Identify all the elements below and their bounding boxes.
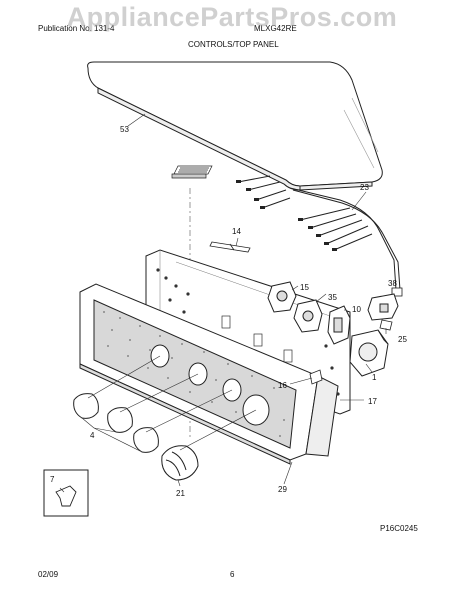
top-panel-part — [87, 61, 383, 191]
module-part-38 — [367, 293, 399, 321]
callout-38: 38 — [388, 279, 397, 288]
callout-15: 15 — [300, 283, 309, 292]
knob-part-21 — [161, 445, 199, 481]
callout-23: 23 — [360, 183, 369, 192]
model-number: MLXG42RE — [254, 24, 297, 33]
callout-7: 7 — [50, 475, 55, 484]
callout-25: 25 — [398, 335, 407, 344]
page-number: 6 — [230, 570, 235, 579]
inset-box-part-7 — [43, 469, 89, 517]
section-title: CONTROLS/TOP PANEL — [188, 40, 279, 49]
callout-16: 16 — [278, 381, 287, 390]
switch-part-35 — [293, 299, 323, 333]
callout-53: 53 — [120, 125, 129, 134]
switch-part-15 — [267, 281, 297, 313]
clip-part — [209, 241, 251, 253]
callout-1: 1 — [372, 373, 377, 382]
footer-date: 02/09 — [38, 570, 59, 579]
timer-part — [349, 329, 389, 377]
bracket-part-25 — [379, 319, 393, 331]
callout-35: 35 — [328, 293, 337, 302]
callout-10: 10 — [352, 305, 361, 314]
callout-17: 17 — [368, 397, 377, 406]
clip-part-16 — [309, 369, 323, 385]
publication-number: Publication No. 131-4 — [38, 24, 115, 33]
diagram-code: P16C0245 — [380, 524, 418, 533]
callout-29: 29 — [278, 485, 287, 494]
callout-21: 21 — [176, 489, 185, 498]
watermark: AppliancePartsPros.com — [66, 2, 398, 32]
ribbon-connector — [171, 165, 213, 179]
knobs-part-4 — [73, 393, 159, 453]
switch-part-10 — [327, 305, 351, 345]
callout-14: 14 — [232, 227, 241, 236]
callout-4: 4 — [90, 431, 95, 440]
wire-harness-part — [237, 175, 401, 291]
